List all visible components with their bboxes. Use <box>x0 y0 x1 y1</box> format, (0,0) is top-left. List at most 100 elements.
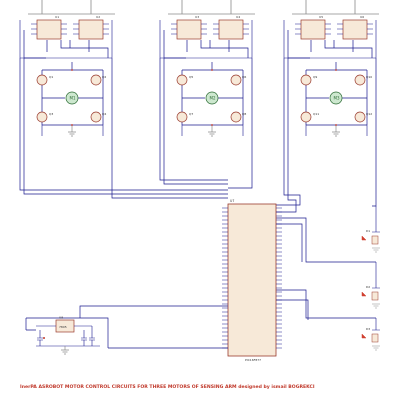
ground-symbol <box>68 125 76 137</box>
led-icon <box>361 291 367 297</box>
transistor <box>176 111 188 123</box>
mcu-pins <box>222 207 282 349</box>
transistor <box>230 74 242 86</box>
mcu-ref: U7 <box>230 199 234 203</box>
led-3: D3 <box>361 318 380 351</box>
power-supply: U8 7805 <box>25 305 228 355</box>
transistor <box>90 74 102 86</box>
transistor <box>354 74 366 86</box>
junction-node <box>335 124 337 126</box>
transistor-ref: Q5 <box>189 75 193 79</box>
junction-node <box>71 69 73 71</box>
transistor <box>90 111 102 123</box>
led-wire <box>372 206 380 233</box>
transistor <box>354 111 366 123</box>
transistor-ref: Q12 <box>366 112 372 116</box>
led-ref: D3 <box>366 327 370 331</box>
ground-symbol <box>372 303 380 309</box>
motor-driver-block-2: U3 U4 Q5 Q6 Q7 Q8 M2 <box>159 0 255 137</box>
transistor <box>300 74 312 86</box>
transistor-ref: Q6 <box>242 75 246 79</box>
led-wire <box>372 318 380 331</box>
driver-ic <box>342 19 368 40</box>
motor <box>65 91 79 105</box>
wire <box>283 20 377 59</box>
transistor-ref: Q9 <box>313 75 317 79</box>
led-1: D1 <box>361 206 380 253</box>
wire <box>41 125 104 136</box>
driver-ic <box>300 19 326 40</box>
regulator-part: 7805 <box>59 325 67 329</box>
ground-symbol <box>372 345 380 351</box>
transistor <box>230 111 242 123</box>
driver-ic <box>36 19 62 40</box>
led-indicators: D1 D2 D3 <box>361 206 380 351</box>
motor <box>329 91 343 105</box>
led-ref: D2 <box>366 285 370 289</box>
transistor-ref: Q10 <box>366 75 372 79</box>
capacitor <box>81 330 87 346</box>
ic-ref-label: U4 <box>236 15 240 19</box>
junction-node <box>211 69 213 71</box>
motor-ref: M1 <box>70 96 76 101</box>
sheet-title: InerPA ASROBOT MOTOR CONTROL CIRCUITS FO… <box>20 384 315 390</box>
mcu-part: PIC16F877 <box>245 358 261 362</box>
ic-pins <box>31 23 109 35</box>
transistor <box>36 74 48 86</box>
ground-symbol <box>332 125 340 137</box>
led-icon <box>361 235 367 241</box>
ground-symbol <box>61 346 69 355</box>
transistor-ref: Q1 <box>49 75 53 79</box>
ic-pins <box>171 23 249 35</box>
wire <box>181 125 244 136</box>
mcu-output-wires <box>276 217 376 320</box>
bus-wire-block2 <box>159 58 253 189</box>
driver-ic <box>176 19 202 40</box>
mcu-body <box>227 203 277 357</box>
junction-node <box>211 124 213 126</box>
capacitor <box>37 330 43 346</box>
ic-ref-label: U2 <box>96 15 100 19</box>
ic-ref-label: U3 <box>195 15 199 19</box>
led-wire <box>372 262 380 289</box>
junction-node <box>335 69 337 71</box>
transistor-ref: Q7 <box>189 112 193 116</box>
junction-nodes <box>71 69 337 126</box>
regulator-ref: U8 <box>59 316 63 320</box>
resistor <box>371 333 379 343</box>
motor-ref: M3 <box>334 96 340 101</box>
resistor <box>371 291 379 301</box>
microcontroller: U7 PIC16F877 <box>222 199 282 362</box>
transistor-ref: Q8 <box>242 112 246 116</box>
ground-symbol <box>372 247 380 253</box>
motor <box>205 91 219 105</box>
driver-ic <box>78 19 104 40</box>
led-ref: D1 <box>366 229 370 233</box>
wire <box>19 20 113 59</box>
transistor-ref: Q2 <box>102 75 106 79</box>
transistor <box>36 111 48 123</box>
led-2: D2 <box>361 262 380 309</box>
led-icon <box>361 333 367 339</box>
wire <box>159 20 253 59</box>
ic-ref-label: U1 <box>55 15 59 19</box>
junction-node <box>43 337 45 339</box>
supply-wire <box>25 305 228 349</box>
junction-node <box>71 124 73 126</box>
resistor <box>371 235 379 245</box>
transistor-ref: Q11 <box>313 112 319 116</box>
transistor-ref: Q4 <box>102 112 106 116</box>
driver-ic <box>218 19 244 40</box>
ic-pins <box>295 23 373 35</box>
motor-ref: M2 <box>210 96 216 101</box>
transistor-ref: Q3 <box>49 112 53 116</box>
wire <box>305 125 368 136</box>
transistor <box>176 74 188 86</box>
capacitor <box>89 326 95 346</box>
ground-symbol <box>208 125 216 137</box>
bus-wire-block1 <box>19 58 228 199</box>
ic-ref-label: U5 <box>319 15 323 19</box>
transistor <box>300 111 312 123</box>
